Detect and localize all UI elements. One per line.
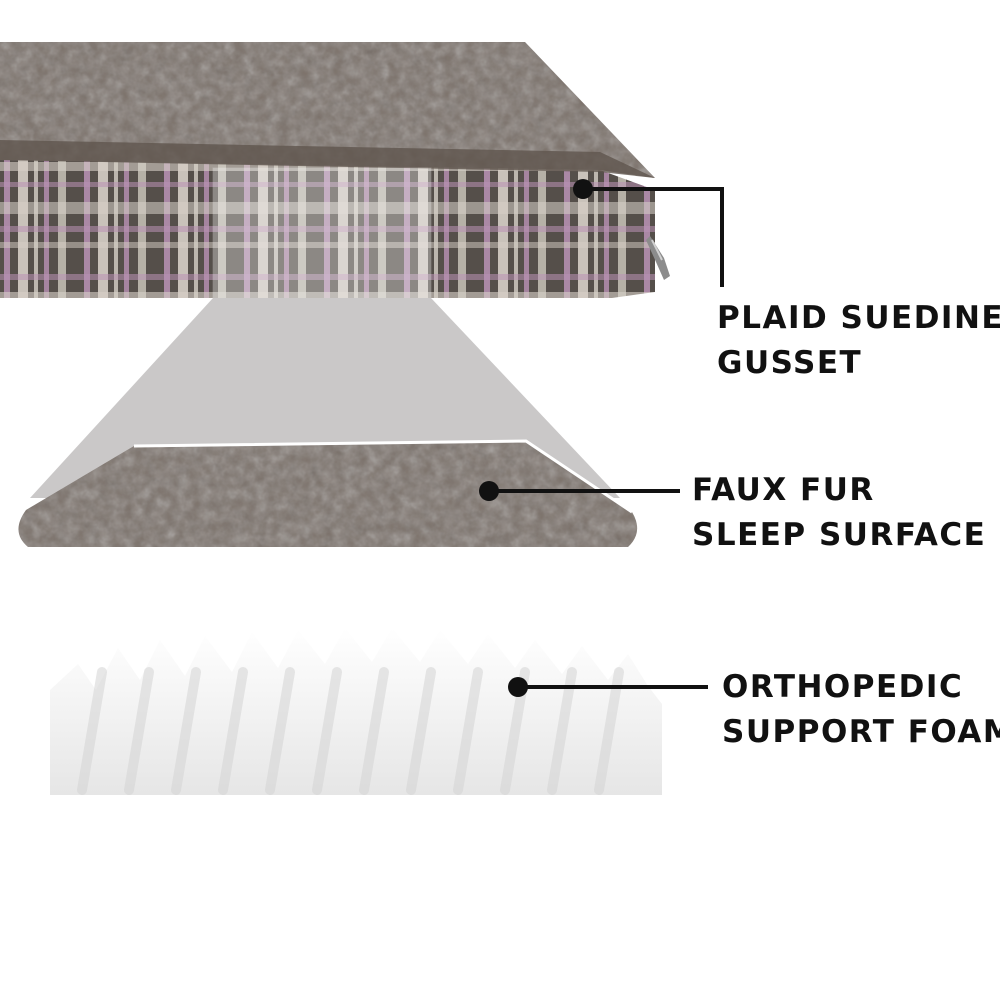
label-line: SLEEP SURFACE — [692, 516, 987, 553]
gusset-shading — [0, 158, 655, 298]
foam-ridge-shadow — [406, 667, 436, 795]
fur-slab-highlight — [133, 439, 633, 514]
foam-ridge-shadow — [124, 667, 154, 795]
label-line: PLAID SUEDINE — [717, 300, 1000, 336]
label-line: FAUX FUR — [692, 472, 875, 508]
foam-ridge-shadow — [359, 667, 389, 795]
foam-ridge-shadow — [594, 667, 624, 795]
foam-ridge-shadow — [312, 667, 342, 795]
orthopedic-foam — [50, 628, 662, 795]
foam-ridge-shadow — [547, 667, 577, 795]
bed-top-section — [0, 42, 670, 299]
callout-fur — [479, 481, 680, 501]
zoom-window — [212, 167, 432, 299]
faux-fur-slab — [18, 439, 638, 547]
zipper-icon — [646, 236, 670, 280]
callout-leader — [583, 187, 724, 287]
callout-gusset — [573, 179, 724, 287]
fur-top-front-edge — [0, 140, 655, 178]
label-faux-fur-sleep-surface: FAUX FUR SLEEP SURFACE — [692, 468, 986, 558]
faux-fur-sample — [18, 441, 638, 547]
label-line: ORTHOPEDIC — [722, 669, 964, 705]
foam-ridge-shadow — [77, 667, 107, 795]
label-orthopedic-support-foam: ORTHOPEDIC SUPPORT FOAM — [722, 665, 1000, 755]
label-plaid-suedine-gusset: PLAID SUEDINE GUSSET — [717, 296, 1000, 386]
callout-foam — [508, 677, 708, 697]
foam-ridge-shadow — [453, 667, 483, 795]
foam-ridges — [77, 667, 624, 795]
foam-ridge-shadow — [265, 667, 295, 795]
foam-ridge-shadow — [218, 667, 248, 795]
label-line: SUPPORT FOAM — [722, 713, 1000, 750]
label-line: GUSSET — [717, 344, 863, 381]
foam-ridge-shadow — [171, 667, 201, 795]
plaid-gusset — [0, 158, 655, 298]
